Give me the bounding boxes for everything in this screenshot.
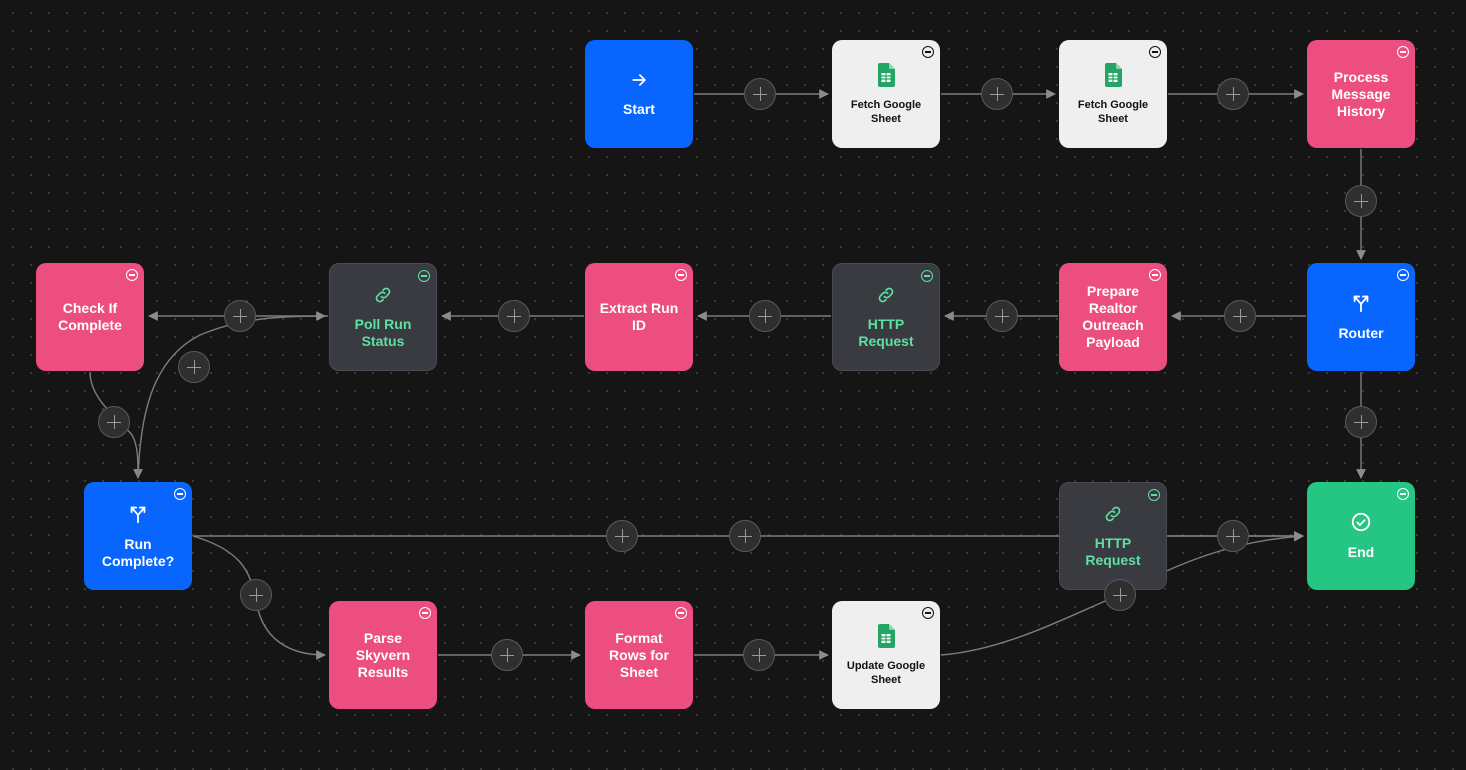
branch-icon xyxy=(127,503,149,530)
collapse-icon[interactable] xyxy=(675,607,687,619)
add-step-button-poll-check[interactable] xyxy=(224,300,256,332)
collapse-icon[interactable] xyxy=(922,607,934,619)
collapse-icon[interactable] xyxy=(1148,489,1160,501)
collapse-icon[interactable] xyxy=(1397,269,1409,281)
add-step-button-fetch1-fetch2[interactable] xyxy=(981,78,1013,110)
node-label: Poll Run Status xyxy=(354,315,412,349)
add-step-button-runComplete-http2-1[interactable] xyxy=(606,520,638,552)
link-icon xyxy=(373,285,393,310)
node-fetch2[interactable]: Fetch Google Sheet xyxy=(1059,40,1167,148)
collapse-icon[interactable] xyxy=(1149,46,1161,58)
add-step-button-runComplete-poll[interactable] xyxy=(178,351,210,383)
add-step-button-update-end[interactable] xyxy=(1104,579,1136,611)
node-label: Fetch Google Sheet xyxy=(850,98,922,125)
collapse-icon[interactable] xyxy=(675,269,687,281)
add-step-button-http2-end[interactable] xyxy=(1217,520,1249,552)
google-sheets-icon xyxy=(877,623,895,653)
add-step-button-parse-format[interactable] xyxy=(491,639,523,671)
node-label: Format Rows for Sheet xyxy=(609,629,669,680)
node-label: Extract Run ID xyxy=(599,300,679,333)
node-end[interactable]: End xyxy=(1307,482,1415,590)
link-icon xyxy=(876,285,896,310)
collapse-icon[interactable] xyxy=(419,607,431,619)
collapse-icon[interactable] xyxy=(418,270,430,282)
node-format[interactable]: Format Rows for Sheet xyxy=(585,601,693,709)
branch-icon xyxy=(1350,292,1372,319)
node-http2[interactable]: HTTP Request xyxy=(1059,482,1167,590)
node-label: HTTP Request xyxy=(1085,534,1141,568)
add-step-button-router-end[interactable] xyxy=(1345,406,1377,438)
node-label: Prepare Realtor Outreach Payload xyxy=(1082,283,1144,350)
node-runComplete[interactable]: Run Complete? xyxy=(84,482,192,590)
collapse-icon[interactable] xyxy=(921,270,933,282)
node-parse[interactable]: Parse Skyvern Results xyxy=(329,601,437,709)
add-step-button-process-router[interactable] xyxy=(1345,185,1377,217)
node-update[interactable]: Update Google Sheet xyxy=(832,601,940,709)
node-check[interactable]: Check If Complete xyxy=(36,263,144,371)
node-label: HTTP Request xyxy=(858,315,914,349)
node-router[interactable]: Router xyxy=(1307,263,1415,371)
node-extract[interactable]: Extract Run ID xyxy=(585,263,693,371)
add-step-button-router-prepare[interactable] xyxy=(1224,300,1256,332)
collapse-icon[interactable] xyxy=(1397,46,1409,58)
collapse-icon[interactable] xyxy=(174,488,186,500)
collapse-icon[interactable] xyxy=(922,46,934,58)
add-step-button-extract-poll[interactable] xyxy=(498,300,530,332)
add-step-button-check-runComplete[interactable] xyxy=(98,406,130,438)
google-sheets-icon xyxy=(1104,62,1122,92)
node-label: Run Complete? xyxy=(101,535,175,569)
add-step-button-runComplete-parse[interactable] xyxy=(240,579,272,611)
node-process[interactable]: Process Message History xyxy=(1307,40,1415,148)
node-label: Fetch Google Sheet xyxy=(1077,98,1149,125)
add-step-button-runComplete-http2-2[interactable] xyxy=(729,520,761,552)
node-http1[interactable]: HTTP Request xyxy=(832,263,940,371)
node-label: Check If Complete xyxy=(58,300,122,333)
node-start[interactable]: Start xyxy=(585,40,693,148)
link-icon xyxy=(1103,504,1123,529)
add-step-button-start-fetch1[interactable] xyxy=(744,78,776,110)
node-label: Start xyxy=(623,101,655,117)
node-label: Parse Skyvern Results xyxy=(355,629,411,680)
node-poll[interactable]: Poll Run Status xyxy=(329,263,437,371)
node-label: Router xyxy=(1338,325,1384,341)
node-label: End xyxy=(1347,544,1375,560)
add-step-button-http1-extract[interactable] xyxy=(749,300,781,332)
node-prepare[interactable]: Prepare Realtor Outreach Payload xyxy=(1059,263,1167,371)
google-sheets-icon xyxy=(877,62,895,92)
add-step-button-prepare-http1[interactable] xyxy=(986,300,1018,332)
add-step-button-fetch2-process[interactable] xyxy=(1217,78,1249,110)
collapse-icon[interactable] xyxy=(126,269,138,281)
check-circle-icon xyxy=(1350,511,1372,538)
collapse-icon[interactable] xyxy=(1397,488,1409,500)
node-label: Update Google Sheet xyxy=(846,659,926,686)
edge-check-to-runComplete xyxy=(89,371,143,479)
edge-runComplete-to-poll xyxy=(137,311,326,479)
add-step-button-format-update[interactable] xyxy=(743,639,775,671)
collapse-icon[interactable] xyxy=(1149,269,1161,281)
node-label: Process Message History xyxy=(1331,68,1391,119)
node-fetch1[interactable]: Fetch Google Sheet xyxy=(832,40,940,148)
arrow-right-icon xyxy=(629,70,649,95)
